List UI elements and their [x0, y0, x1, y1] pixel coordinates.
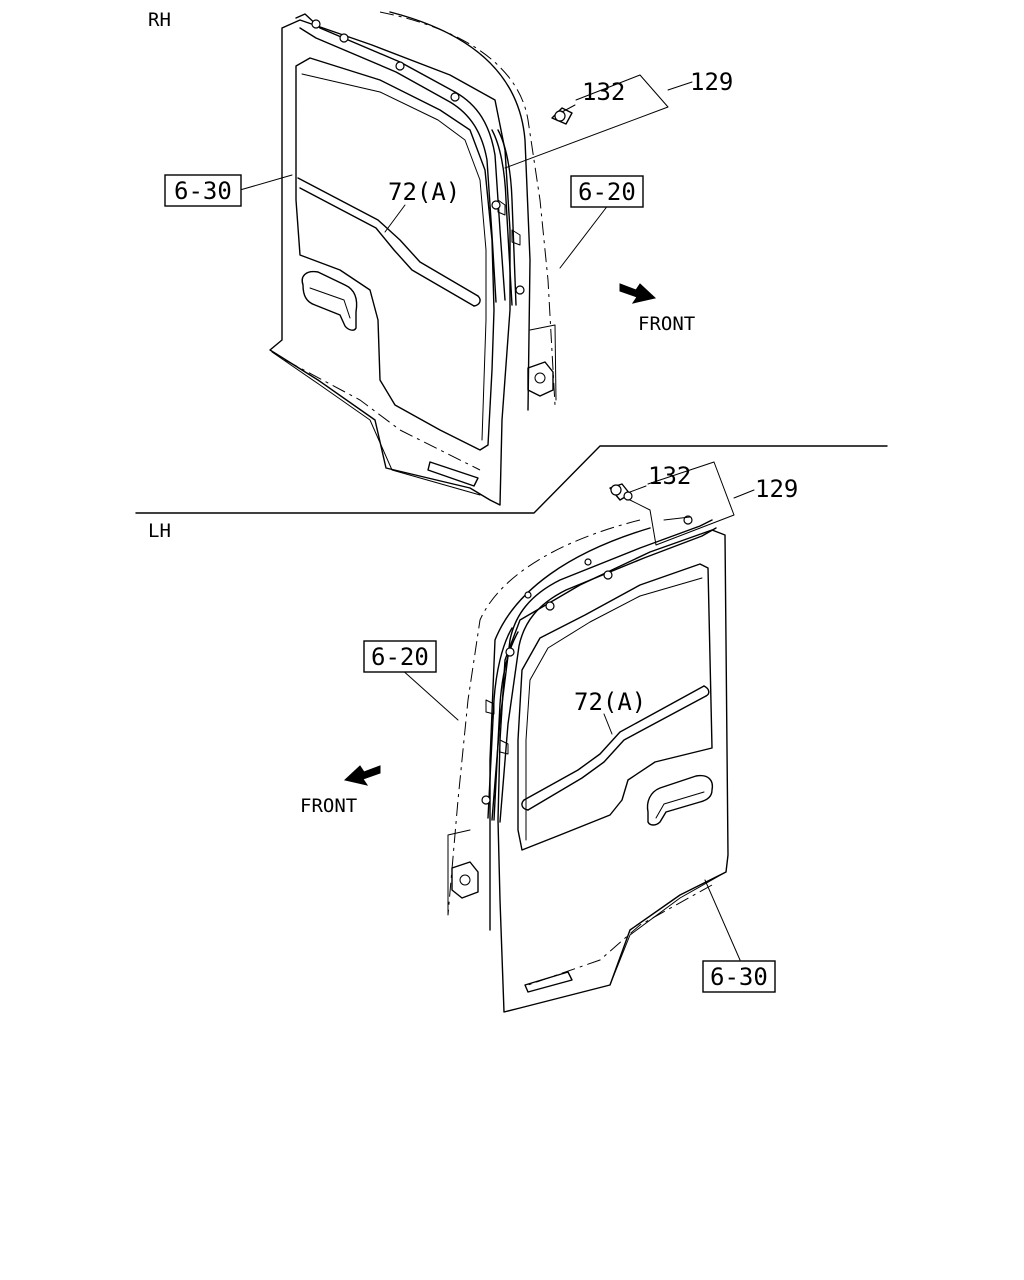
rh-section: RH [148, 9, 733, 506]
rh-front-label: FRONT [638, 313, 695, 335]
lh-ref-6-20-box [363, 640, 437, 673]
lh-ref-6-20: 6-20 [371, 643, 429, 671]
rh-clip-132-part [551, 104, 576, 125]
rh-front-arrow-icon [619, 283, 657, 304]
rh-door-panel [269, 11, 557, 506]
lh-part-72a: 72(A) [574, 688, 646, 716]
lh-door-panel [447, 519, 729, 1013]
rh-ref-6-20: 6-20 [578, 178, 636, 206]
rh-drip-molding [295, 13, 525, 303]
rh-garnish-72a [297, 177, 481, 307]
lh-ref-6-30: 6-30 [710, 963, 768, 991]
rh-part-129: 129 [690, 68, 733, 96]
lh-section: LH [148, 461, 798, 1013]
lh-garnish-72a [521, 685, 710, 811]
lh-clip-132-part [609, 483, 647, 501]
lh-front-label: FRONT [300, 795, 357, 817]
lh-part-132: 132 [648, 462, 691, 490]
rh-ref-6-30: 6-30 [174, 177, 232, 205]
rh-part-72a: 72(A) [388, 178, 460, 206]
rh-leader-lines [239, 74, 693, 269]
rh-section-label: RH [148, 9, 171, 31]
lh-leader-lines [399, 461, 755, 961]
rh-part-132: 132 [582, 78, 625, 106]
lh-drip-molding [481, 515, 717, 823]
rh-ref-6-30-box [164, 174, 242, 207]
lh-ref-6-30-box [702, 960, 776, 993]
rh-ref-6-20-box [570, 175, 644, 208]
lh-section-label: LH [148, 520, 171, 542]
lh-front-arrow-icon [343, 765, 381, 786]
section-divider [135, 445, 888, 514]
lh-part-129: 129 [755, 475, 798, 503]
